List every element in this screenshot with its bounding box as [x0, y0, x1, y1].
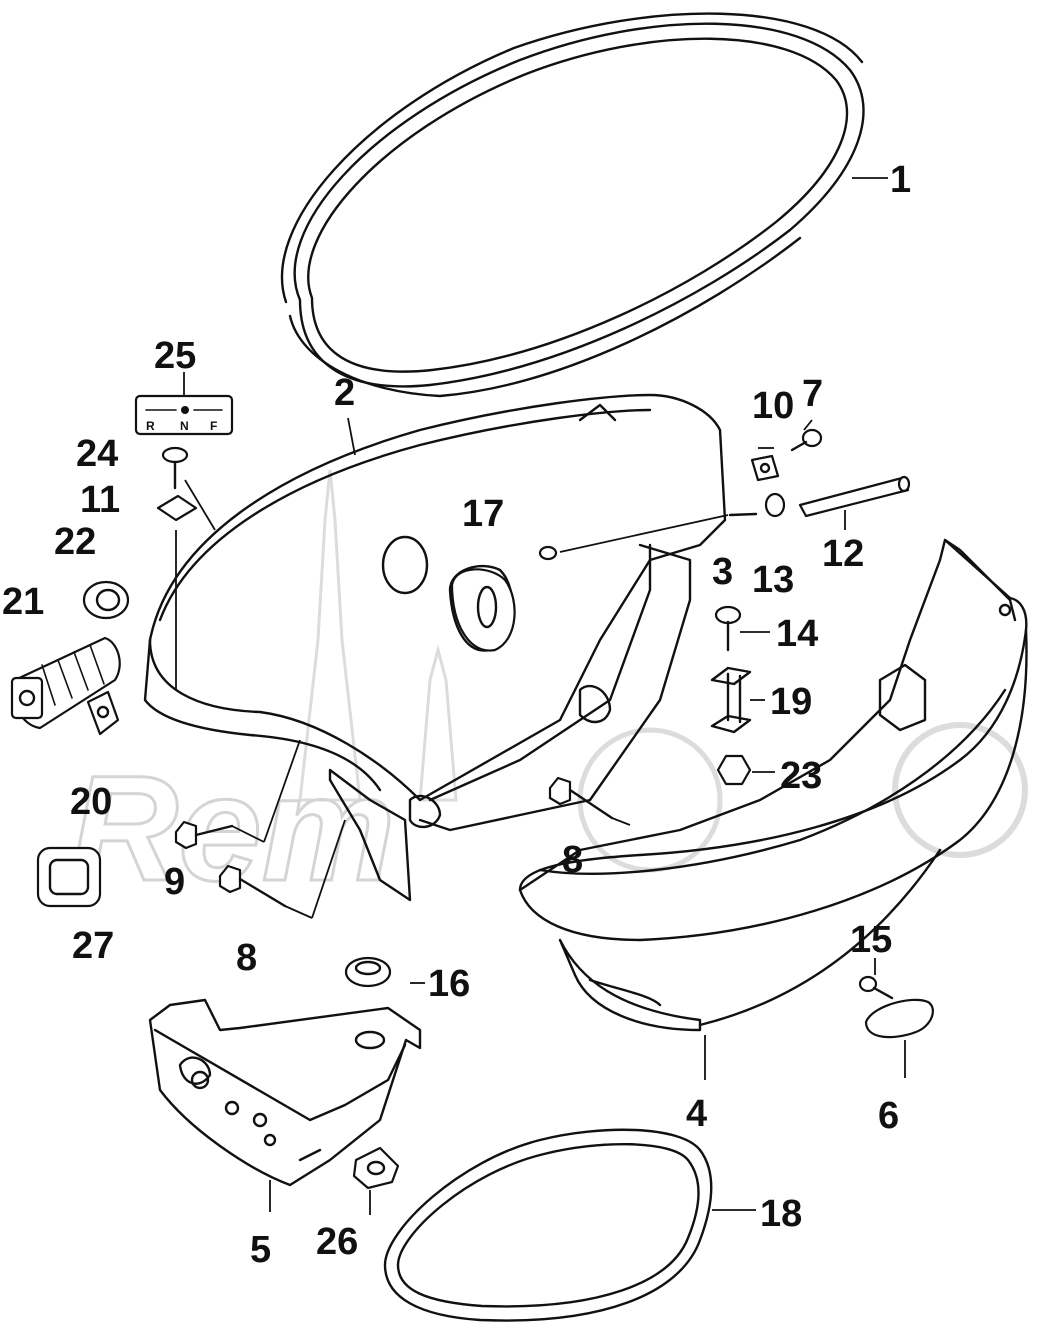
part-17-grommet — [450, 568, 516, 652]
part-22-ring — [82, 580, 130, 620]
callout-5: 5 — [250, 1229, 271, 1271]
part-13-nut — [764, 492, 786, 518]
callout-11: 11 — [80, 479, 120, 521]
callout-18: 18 — [760, 1193, 802, 1235]
part-8-bolt-center — [548, 776, 631, 826]
part-23-nut — [716, 754, 752, 786]
callout-23: 23 — [780, 755, 822, 797]
callouts: 1 2 3 4 5 6 7 8 8 9 10 11 12 13 14 15 16… — [2, 159, 911, 1271]
part-24-screw — [161, 446, 189, 490]
part-12-pin — [798, 475, 911, 518]
callout-9: 9 — [164, 861, 185, 903]
callout-24: 24 — [76, 433, 118, 475]
callout-19: 19 — [770, 681, 812, 723]
part-14-screw — [714, 605, 742, 652]
part-9-bolt — [174, 739, 301, 850]
part-15-screw — [858, 975, 894, 1000]
part-5-bracket — [148, 998, 422, 1187]
leader-lines — [183, 177, 906, 1215]
part-25-shift-label: R N F — [134, 394, 234, 436]
part-7-screw — [790, 428, 823, 452]
callout-1: 1 — [890, 159, 911, 201]
label-25-f: F — [210, 419, 217, 433]
part-26-clip — [352, 1146, 400, 1190]
label-25-r: R — [146, 419, 155, 433]
part-10-clip — [750, 454, 780, 482]
part-6-button — [864, 998, 934, 1039]
part-11-plate — [156, 494, 198, 690]
callout-22: 22 — [54, 521, 96, 563]
callout-8a: 8 — [562, 839, 583, 881]
part-27-pad — [36, 846, 102, 908]
callout-21: 21 — [2, 581, 44, 623]
part-8-bolt-left — [218, 819, 346, 919]
label-25-n: N — [180, 419, 189, 433]
callout-16: 16 — [428, 963, 470, 1005]
part-2-left-cover — [143, 393, 727, 902]
part-4-right-cover — [518, 538, 1028, 1032]
callout-12: 12 — [822, 533, 864, 575]
callout-6: 6 — [878, 1095, 899, 1137]
part-16-grommet — [344, 956, 392, 988]
callout-14: 14 — [776, 613, 818, 655]
part-21-bellows — [10, 636, 121, 730]
part-3-screw — [538, 512, 758, 561]
part-1-top-seal — [280, 12, 865, 398]
callout-3: 3 — [712, 551, 733, 593]
part-19-clamp — [710, 666, 752, 734]
callout-25: 25 — [154, 335, 196, 377]
part-20-grommet — [86, 690, 120, 736]
callout-8b: 8 — [236, 937, 257, 979]
part-18-bottom-seal — [383, 1128, 713, 1322]
callout-7: 7 — [802, 373, 823, 415]
callout-13: 13 — [752, 559, 794, 601]
callout-4: 4 — [686, 1093, 707, 1135]
callout-15: 15 — [850, 919, 892, 961]
callout-10: 10 — [752, 385, 794, 427]
callout-20: 20 — [70, 781, 112, 823]
callout-26: 26 — [316, 1221, 358, 1263]
callout-27: 27 — [72, 925, 114, 967]
watermark: Rem — [69, 469, 1028, 914]
callout-17: 17 — [462, 493, 504, 535]
callout-2: 2 — [334, 372, 355, 414]
